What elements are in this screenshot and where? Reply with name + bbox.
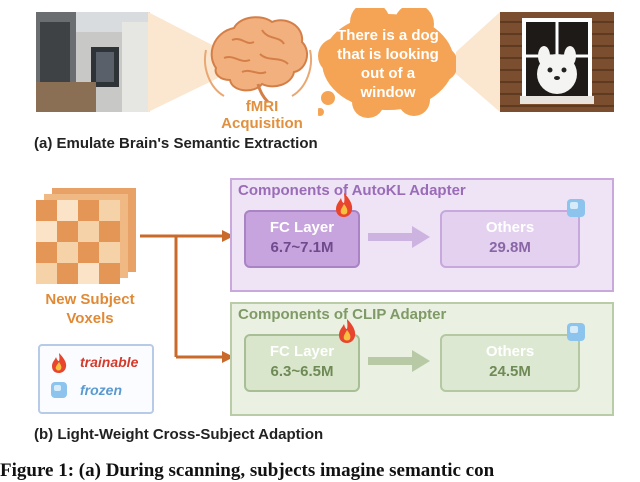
legend-trainable-label: trainable xyxy=(80,354,139,370)
dog-photo-graphic xyxy=(500,12,614,112)
clip-others-box: Others 24.5M xyxy=(440,334,580,392)
house-photo xyxy=(36,12,150,112)
autokl-fc-layer-box: FC Layer 6.7~7.1M xyxy=(244,210,360,268)
caption-a: (a) Emulate Brain's Semantic Extraction xyxy=(34,135,318,152)
autokl-snowflake-icon xyxy=(567,199,585,217)
clip-fc-label: FC Layer xyxy=(269,343,335,360)
speech-text: There is a dog that is looking out of a … xyxy=(337,27,439,101)
voxel-label: New Subject Voxels xyxy=(45,291,135,327)
clip-fc-params: 6.3~6.5M xyxy=(270,363,334,380)
clip-others-params: 24.5M xyxy=(489,363,531,380)
clip-snowflake-icon xyxy=(567,323,585,341)
autokl-fc-label: FC Layer xyxy=(269,219,335,236)
brain-icon xyxy=(204,16,312,104)
fire-icon xyxy=(52,353,67,373)
autokl-fire-icon xyxy=(336,193,353,217)
dog-photo xyxy=(500,12,614,112)
autokl-fc-params: 6.7~7.1M xyxy=(270,239,334,256)
legend-frozen-label: frozen xyxy=(80,382,122,398)
voxel-cube-icon xyxy=(36,188,136,284)
legend-box xyxy=(38,344,154,414)
autokl-others-params: 29.8M xyxy=(489,239,531,256)
figure-caption: Figure 1: (a) During scanning, subjects … xyxy=(0,460,495,481)
projection-cone-left xyxy=(148,12,218,112)
house-photo-graphic xyxy=(36,12,150,112)
clip-flow-arrow xyxy=(368,350,430,372)
clip-panel-title: Components of CLIP Adapter xyxy=(238,306,447,323)
autokl-panel-title: Components of AutoKL Adapter xyxy=(238,182,466,199)
fmri-label: fMRI Acquisition xyxy=(221,98,303,132)
autokl-flow-arrow xyxy=(368,226,430,248)
projection-cone-right xyxy=(456,12,500,112)
autokl-others-box: Others 29.8M xyxy=(440,210,580,268)
caption-b: (b) Light-Weight Cross-Subject Adaption xyxy=(34,426,324,443)
clip-others-label: Others xyxy=(485,343,535,360)
speech-bubble xyxy=(318,8,458,118)
snowflake-icon xyxy=(51,382,67,398)
autokl-others-label: Others xyxy=(485,219,535,236)
clip-fire-icon xyxy=(339,319,356,343)
clip-fc-layer-box: FC Layer 6.3~6.5M xyxy=(244,334,360,392)
